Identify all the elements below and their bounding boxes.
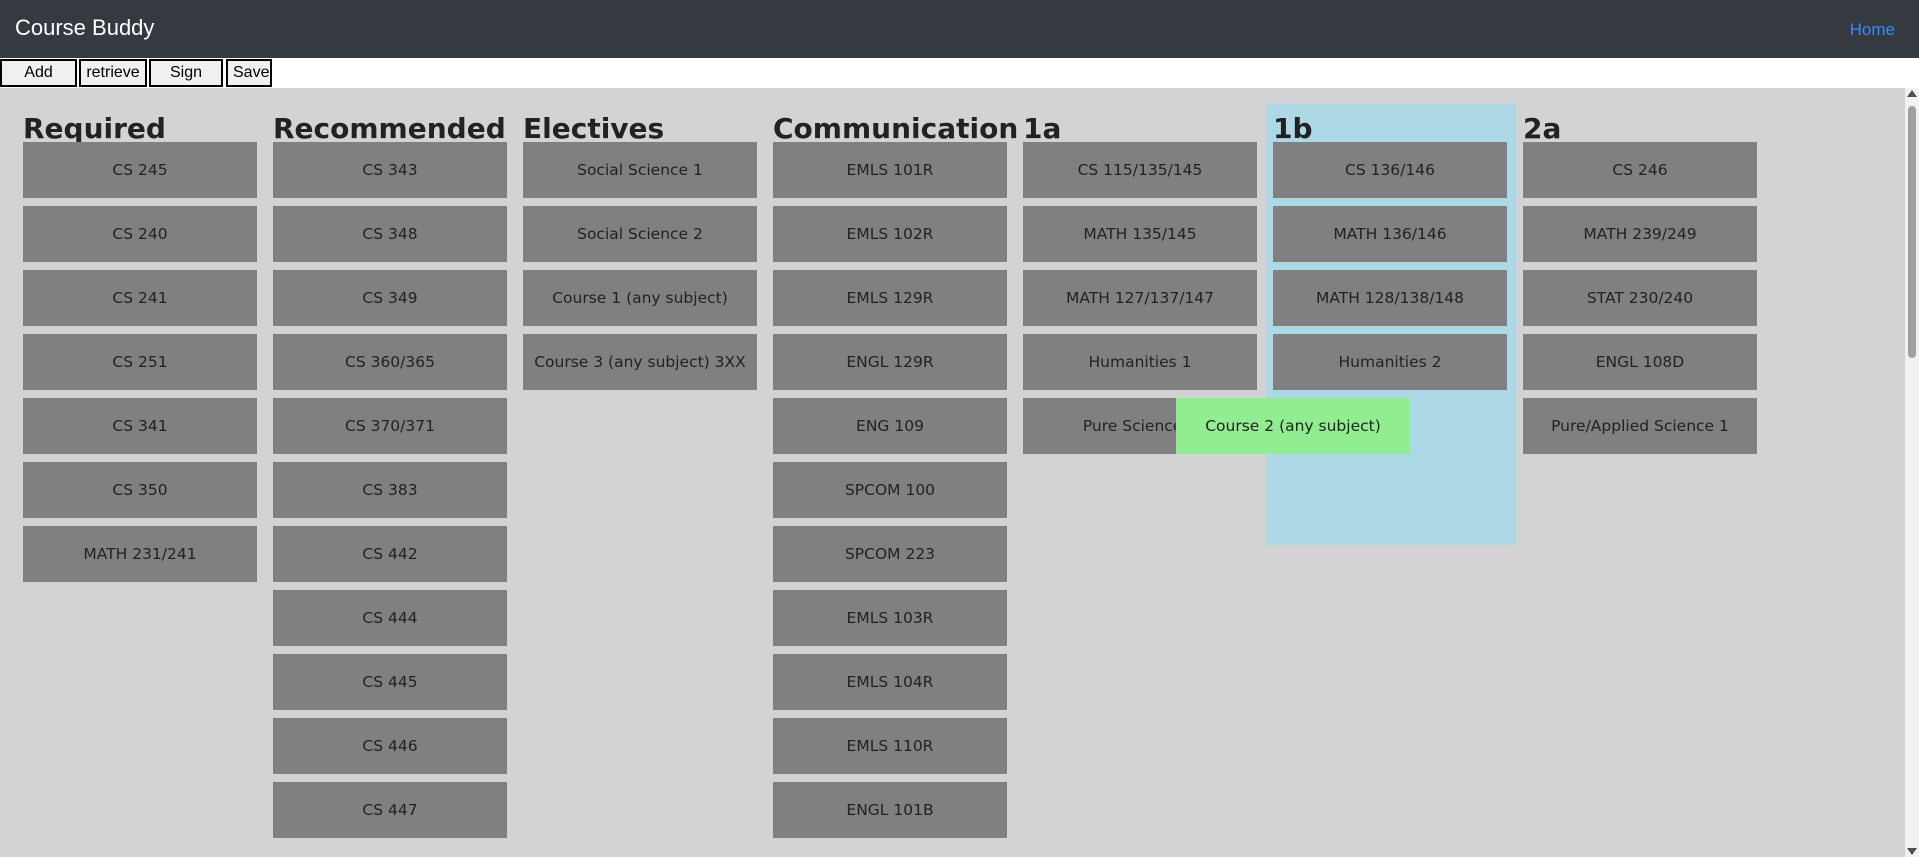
column-title: Recommended [273,112,506,145]
course-card[interactable]: EMLS 103R [773,590,1007,646]
column-title: 2a [1523,112,1562,145]
course-card[interactable]: Humanities 1 [1023,334,1257,390]
course-card[interactable]: CS 115/135/145 [1023,142,1257,198]
course-card[interactable]: CS 350 [23,462,257,518]
dragging-course-card[interactable]: Course 2 (any subject) [1176,398,1410,454]
course-card[interactable]: CS 349 [273,270,507,326]
sign-out-button[interactable]: Sign Out [149,59,223,105]
retrieve-button[interactable]: retrieve [79,59,147,87]
scroll-down-arrow-icon[interactable] [1907,848,1917,855]
course-card[interactable]: CS 136/146 [1273,142,1507,198]
course-card[interactable]: EMLS 129R [773,270,1007,326]
course-card[interactable]: CS 343 [273,142,507,198]
course-card[interactable]: EMLS 110R [773,718,1007,774]
course-card[interactable]: CS 348 [273,206,507,262]
scroll-thumb[interactable] [1908,106,1916,358]
course-card[interactable]: CS 341 [23,398,257,454]
course-card[interactable]: CS 446 [273,718,507,774]
course-card[interactable]: CS 251 [23,334,257,390]
course-card[interactable]: MATH 135/145 [1023,206,1257,262]
scroll-up-arrow-icon[interactable] [1907,90,1917,97]
column-title: Required [23,112,166,145]
course-card[interactable]: ENGL 101B [773,782,1007,838]
course-card[interactable]: CS 370/371 [273,398,507,454]
navbar: Course Buddy Home [0,0,1919,58]
course-card[interactable]: CS 444 [273,590,507,646]
course-card[interactable]: MATH 239/249 [1523,206,1757,262]
course-card[interactable]: EMLS 101R [773,142,1007,198]
app-title: Course Buddy [15,15,155,40]
course-card[interactable]: MATH 128/138/148 [1273,270,1507,326]
course-card[interactable]: Social Science 2 [523,206,757,262]
column-title: 1b [1273,112,1313,145]
course-card[interactable]: MATH 127/137/147 [1023,270,1257,326]
course-card[interactable]: Social Science 1 [523,142,757,198]
course-card[interactable]: CS 445 [273,654,507,710]
course-card[interactable]: SPCOM 100 [773,462,1007,518]
save-button[interactable]: Save [226,59,272,87]
course-card[interactable]: ENGL 129R [773,334,1007,390]
course-card[interactable]: EMLS 102R [773,206,1007,262]
course-card[interactable]: CS 245 [23,142,257,198]
course-card[interactable]: EMLS 104R [773,654,1007,710]
course-card[interactable]: CS 241 [23,270,257,326]
course-card[interactable]: CS 442 [273,526,507,582]
course-card[interactable]: CS 383 [273,462,507,518]
column-title: Electives [523,112,665,145]
course-card[interactable]: Course 3 (any subject) 3XX [523,334,757,390]
add-year-button[interactable]: Add year [0,59,77,105]
course-card[interactable]: Pure/Applied Science 1 [1523,398,1757,454]
course-card[interactable]: ENGL 108D [1523,334,1757,390]
course-card[interactable]: CS 240 [23,206,257,262]
course-card[interactable]: CS 447 [273,782,507,838]
column-title: Communication [773,112,1019,145]
course-card[interactable]: CS 246 [1523,142,1757,198]
course-card[interactable]: ENG 109 [773,398,1007,454]
course-card[interactable]: SPCOM 223 [773,526,1007,582]
course-card[interactable]: Humanities 2 [1273,334,1507,390]
course-card[interactable]: STAT 230/240 [1523,270,1757,326]
course-card[interactable]: MATH 136/146 [1273,206,1507,262]
course-card[interactable]: Course 1 (any subject) [523,270,757,326]
course-card[interactable]: CS 360/365 [273,334,507,390]
column-title: 1a [1023,112,1062,145]
course-card[interactable]: MATH 231/241 [23,526,257,582]
home-link[interactable]: Home [1849,20,1895,39]
scrollbar[interactable] [1905,88,1919,857]
